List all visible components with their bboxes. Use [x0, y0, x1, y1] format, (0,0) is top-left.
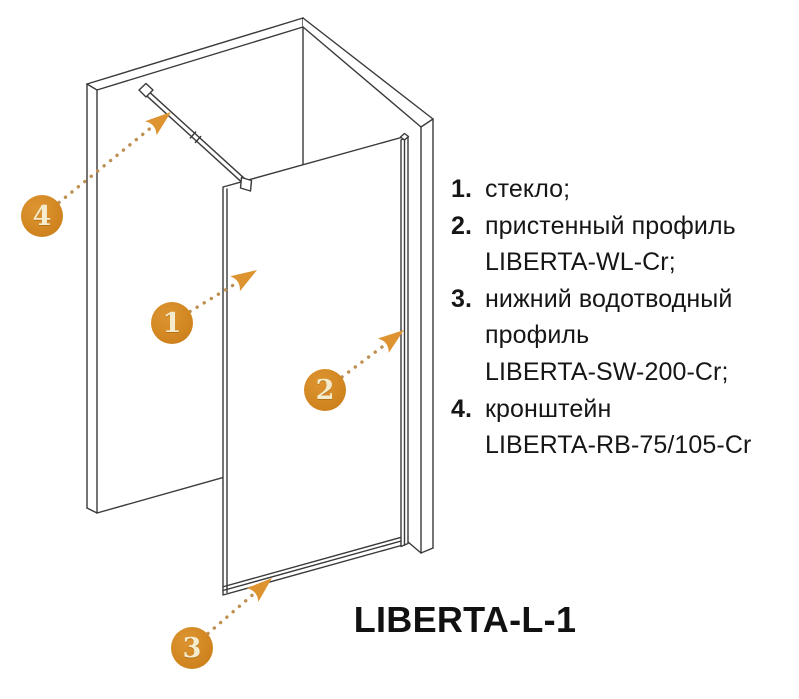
callout-dots-3: [206, 592, 255, 636]
legend-item-4: 4. кронштейн LIBERTA-RB-75/105-Cr: [451, 391, 797, 464]
legend-item-3-number: 3.: [451, 284, 473, 313]
legend-item-4-line-2: LIBERTA-RB-75/105-Cr: [485, 431, 752, 460]
callout-1-badge: 1: [151, 302, 193, 344]
legend-item-3-line-2: профиль: [485, 321, 590, 350]
legend-item-2-line-1: пристенный профиль: [485, 211, 736, 240]
callout-arrowhead-1: [230, 270, 257, 292]
callout-4-label: 4: [32, 200, 52, 232]
legend-item-2: 2. пристенный профиль LIBERTA-WL-Cr;: [451, 208, 797, 281]
callout-dots-1: [188, 281, 238, 314]
callout-3-badge: 3: [171, 627, 213, 669]
callout-3-label: 3: [182, 632, 202, 664]
callout-1-label: 1: [162, 307, 182, 339]
legend-item-2-number: 2.: [451, 211, 473, 240]
wall-flange: [138, 82, 154, 98]
parts-legend: 1. стекло; 2. пристенный профиль LIBERTA…: [451, 171, 797, 464]
legend-item-1-number: 1.: [451, 175, 473, 203]
callout-arrowhead-3: [246, 578, 272, 602]
glass-panel: [222, 136, 404, 596]
callout-4-badge: 4: [21, 195, 63, 237]
product-title: LIBERTA-L-1: [353, 599, 577, 640]
callout-dots-4: [57, 126, 152, 205]
legend-item-2-line-2: LIBERTA-WL-Cr;: [485, 248, 676, 277]
legend-item-4-number: 4.: [451, 394, 473, 423]
bottom-water-profile: [222, 536, 404, 592]
legend-item-3-line-3: LIBERTA-SW-200-Cr;: [485, 357, 729, 386]
callout-2-badge: 2: [304, 369, 346, 411]
legend-item-3: 3. нижний водотводный профиль LIBERTA-SW…: [451, 281, 797, 391]
legend-item-1: 1. стекло;: [451, 171, 797, 208]
callout-arrowhead-2: [377, 330, 404, 353]
legend-item-1-line-1: стекло;: [485, 175, 571, 203]
support-bar: [138, 82, 249, 186]
callout-dots-2: [340, 343, 386, 379]
legend-item-3-line-1: нижний водотводный: [485, 284, 733, 313]
glass-clamp: [239, 176, 253, 192]
wall-mount-profile: [399, 132, 410, 548]
legend-item-4-line-1: кронштейн: [485, 394, 612, 423]
callout-2-label: 2: [315, 374, 335, 406]
callout-arrowhead-4: [145, 112, 171, 136]
callout-arrows: [57, 112, 404, 636]
